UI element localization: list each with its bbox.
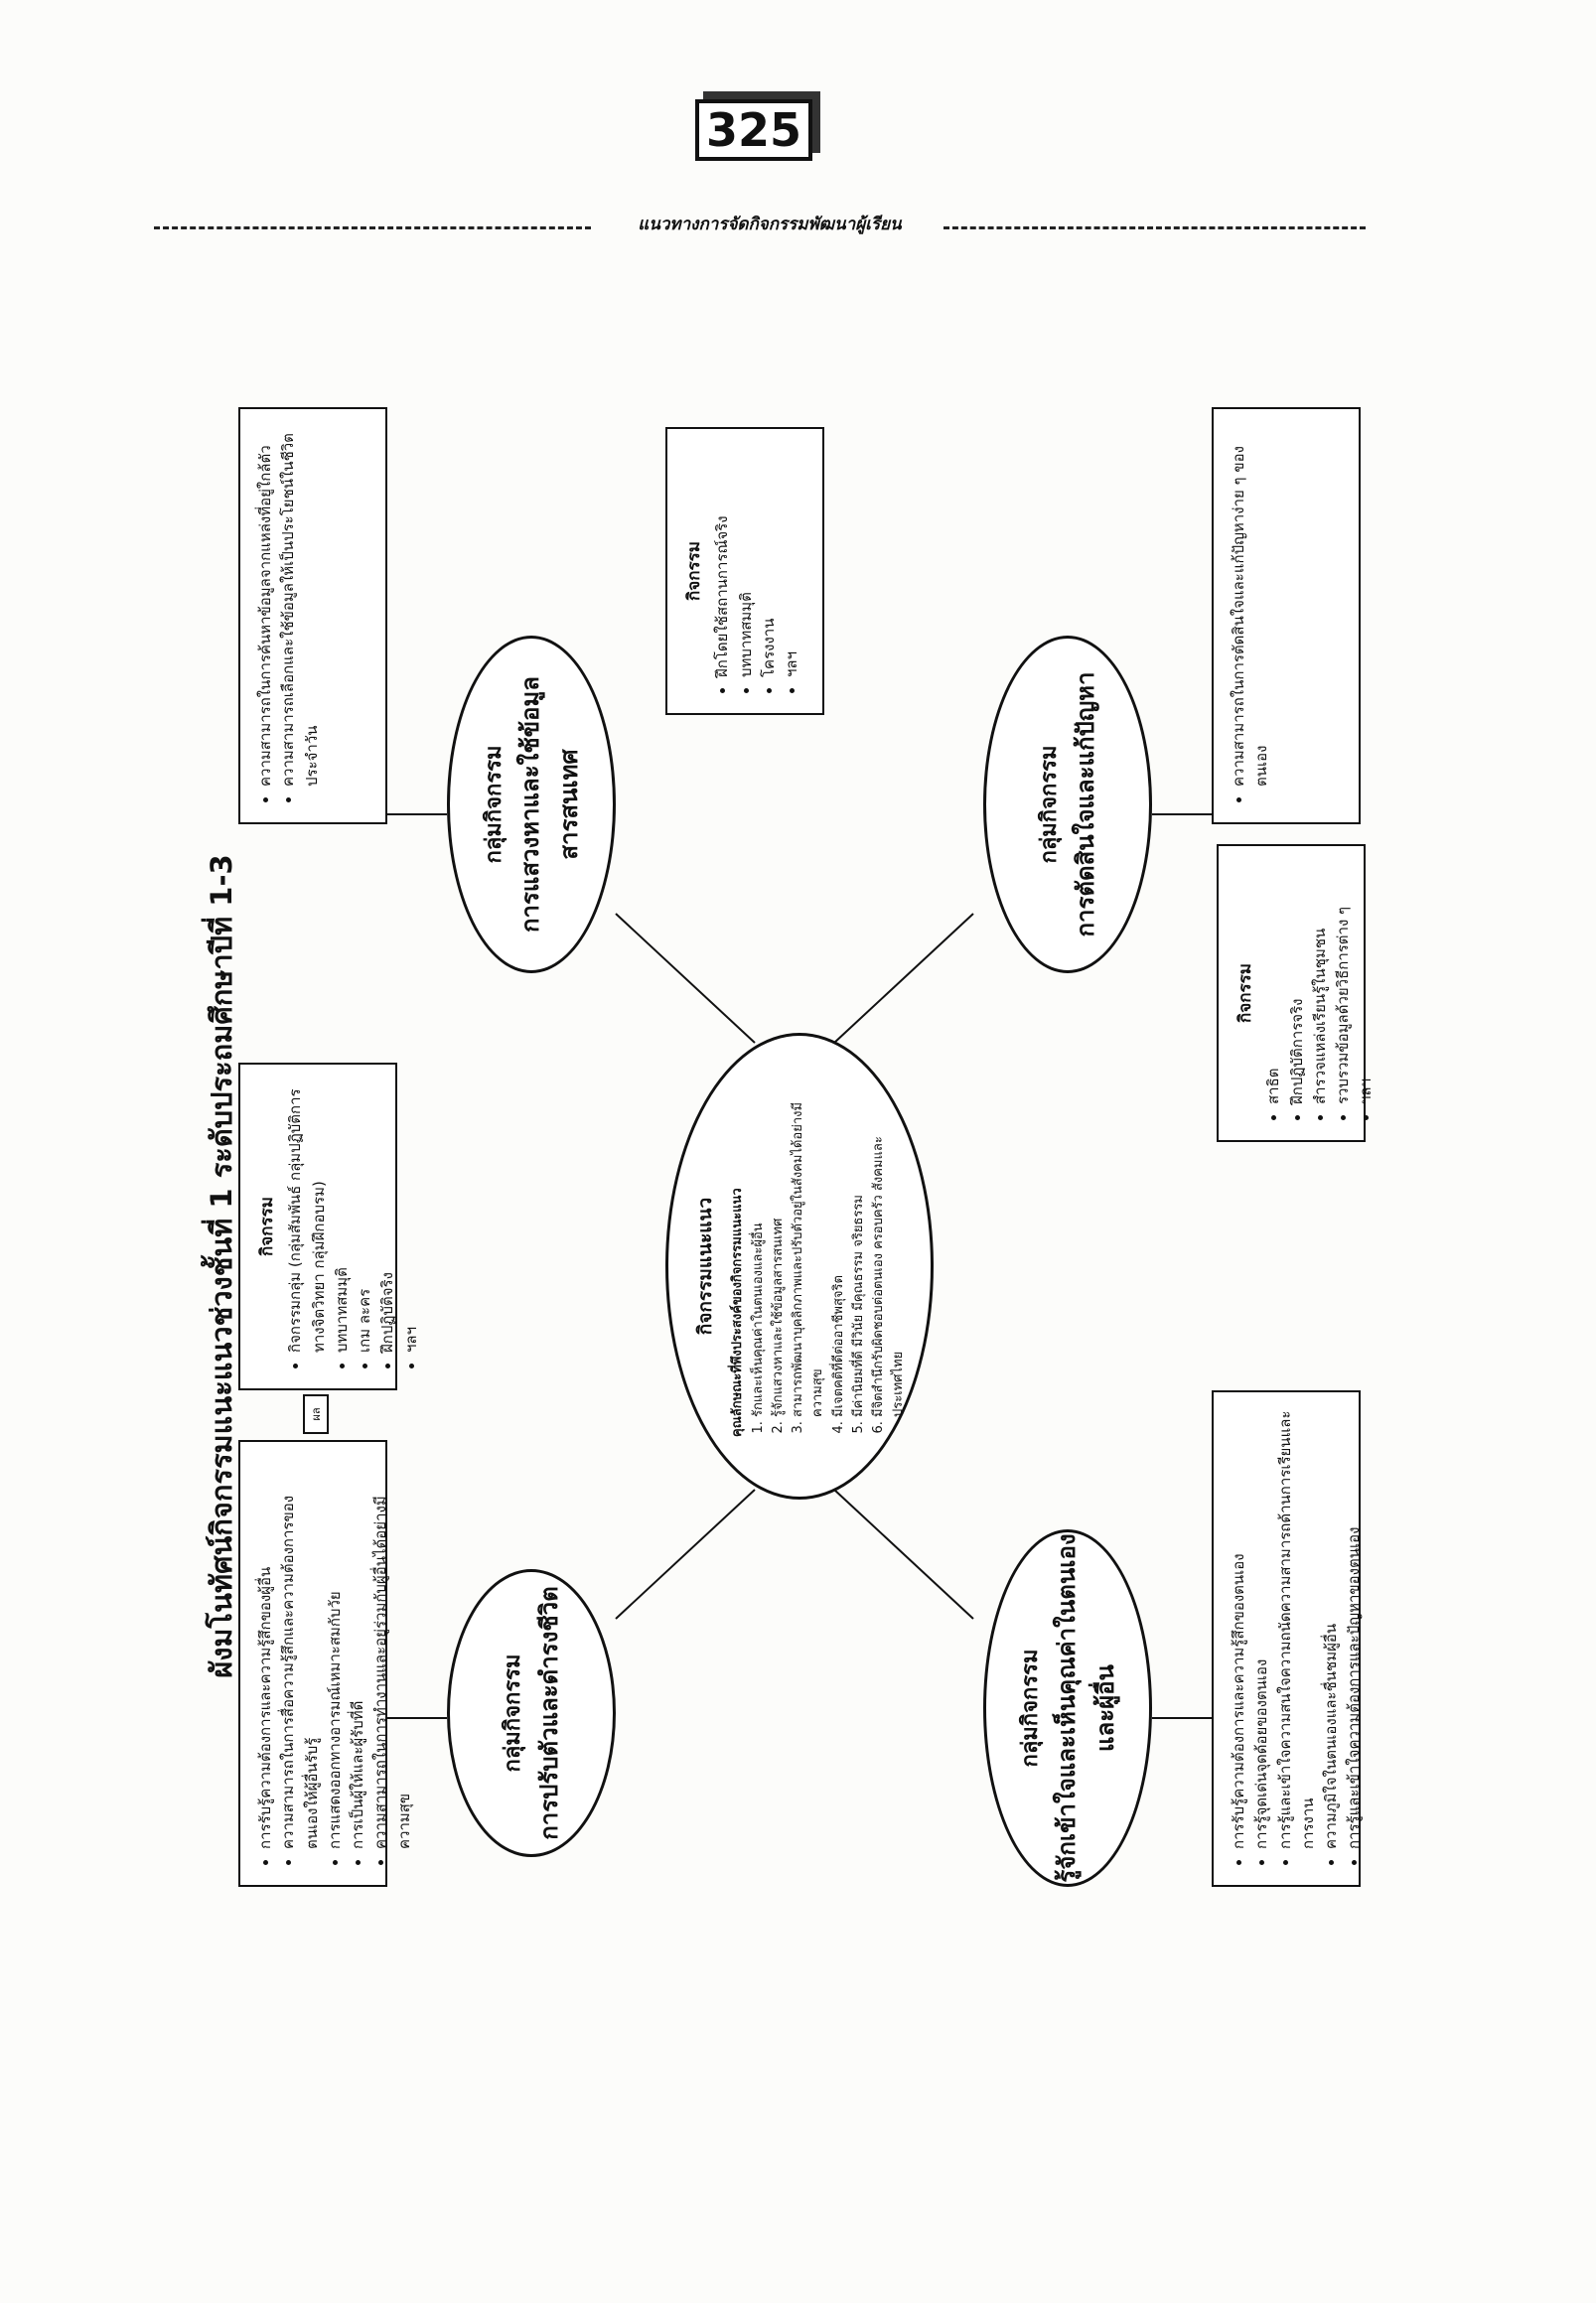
top-right-outcomes-box: ความสามารถในการค้นหาข้อมูลจากแหล่งที่อยู… (238, 407, 387, 824)
group-label: กลุ่มกิจกรรม (1037, 745, 1062, 864)
connector-lines (387, 813, 1212, 1719)
rotated-diagram: ผังมโนทัศน์กิจกรรมแนะแนวช่วงชั้นที่ 1 ระ… (199, 397, 1390, 2135)
list-item: กิจกรรมกลุ่ม (กลุ่มสัมพันธ์ กลุ่มปฏิบัติ… (284, 1082, 331, 1353)
list-item: บทบาทสมมุติ (331, 1082, 354, 1353)
top-right-group-ellipse: กลุ่มกิจกรรม การแสวงหาและใช้ข้อมูลสารสนเ… (447, 636, 616, 973)
connector-center-top-left (615, 1489, 756, 1620)
activities-heading: กิจกรรม (257, 1197, 277, 1257)
bottom-right-activities-box-main: กิจกรรม ฝึกโดยใช้สถานการณ์จริงบทบาทสมมุติ… (665, 427, 824, 715)
list-item: โครงงาน (758, 447, 781, 677)
center-subtitle: คุณลักษณะที่พึงประสงค์ของกิจกรรมแนะแนว (729, 1188, 745, 1437)
top-left-group-ellipse: กลุ่มกิจกรรม การปรับตัวและดำรงชีวิต (447, 1569, 616, 1857)
bottom-left-outcomes-box: การรับรู้ความต้องการและความรู้สึกของตนเอ… (1212, 1390, 1363, 1887)
header-rule-left (154, 226, 591, 229)
bottom-right-outcomes-box: ความสามารถในการตัดสินใจและแก้ปัญหาง่าย ๆ… (1212, 407, 1361, 824)
center-title: กิจกรรมแนะแนว (693, 1197, 716, 1336)
list-item: การเป็นผู้ให้และผู้รับที่ดี (347, 1460, 369, 1849)
page-number: 325 (695, 99, 812, 161)
list-item: สาธิต (1262, 864, 1285, 1104)
group-label: กลุ่มกิจกรรม (481, 745, 507, 864)
group-name: รู้จักเข้าใจและเห็นคุณค่าในตนเองและผู้อื… (1052, 1533, 1119, 1883)
center-ellipse: กิจกรรมแนะแนว คุณลักษณะที่พึงประสงค์ของก… (665, 1033, 934, 1500)
group-name: การตัดสินใจและแก้ปัญหา (1072, 671, 1099, 937)
group-label: กลุ่มกิจกรรม (501, 1654, 525, 1773)
list-item: สำรวจแหล่งเรียนรู้ในชุมชน (1309, 864, 1332, 1104)
top-left-activities-box: กิจกรรม กิจกรรมกลุ่ม (กลุ่มสัมพันธ์ กลุ่… (238, 1063, 420, 1390)
list-item: การรู้และเข้าใจความต้องการและปัญหาของตนเ… (1343, 1410, 1366, 1849)
list-item: รู้จักแสวงหาและใช้ข้อมูลสารสนเทศ (769, 1095, 789, 1417)
list-item: การรับรู้ความต้องการและความรู้สึกของตนเอ… (1228, 1410, 1250, 1849)
connector-center-bottom-left (833, 1489, 974, 1620)
list-item: การรับรู้ความต้องการและความรู้สึกของผู้อ… (254, 1460, 277, 1849)
arrow-top-left: ผล (303, 1394, 329, 1434)
list-item: เกม ละคร (354, 1082, 376, 1353)
list-item: ความสามารถเลือกและใช้ข้อมูลให้เป็นประโยช… (277, 427, 324, 787)
list-item: ความสามารถในการสื่อความรู้สึกและความต้อง… (277, 1460, 324, 1849)
list-item: ฝึกปฏิบัติจริง (376, 1082, 399, 1353)
list-item: ฯลฯ (1355, 864, 1378, 1104)
list-item: ฯลฯ (400, 1082, 423, 1353)
list-item: ฯลฯ (781, 447, 803, 677)
connector-center-bottom-right (833, 913, 974, 1044)
bottom-left-group-ellipse: กลุ่มกิจกรรม รู้จักเข้าใจและเห็นคุณค่าใน… (983, 1529, 1152, 1887)
top-right-activities-box: กิจกรรม สาธิตฝึกปฏิบัติการจริงสำรวจแหล่งเ… (1217, 844, 1375, 1142)
activities-heading: กิจกรรม (1235, 963, 1255, 1024)
group-label: กลุ่มกิจกรรม (1017, 1649, 1043, 1768)
list-item: ความสามารถในการค้นหาข้อมูลจากแหล่งที่อยู… (254, 427, 277, 787)
header-rule-right (943, 226, 1366, 229)
list-item: ความภูมิใจในตนเองและชื่นชมผู้อื่น (1320, 1410, 1343, 1849)
list-item: มีเจตคติที่ดีต่ออาชีพสุจริต (829, 1095, 849, 1417)
list-item: รักและเห็นคุณค่าในตนเองและผู้อื่น (749, 1095, 769, 1417)
list-item: สามารถพัฒนาบุคลิกภาพและปรับตัวอยู่ในสังค… (789, 1095, 828, 1417)
top-left-outcomes-box: การรับรู้ความต้องการและความรู้สึกของผู้อ… (238, 1440, 413, 1887)
list-item: ฝึกปฏิบัติการจริง (1286, 864, 1309, 1104)
list-item: การรู้และเข้าใจความสนใจความถนัดความสามาร… (1274, 1410, 1321, 1849)
list-item: ความสามารถในการตัดสินใจและแก้ปัญหาง่าย ๆ… (1228, 427, 1274, 787)
diagram-stage: ผังมโนทัศน์กิจกรรมแนะแนวช่วงชั้นที่ 1 ระ… (199, 397, 1390, 2135)
running-header: แนวทางการจัดกิจกรรมพัฒนาผู้เรียน (638, 215, 902, 234)
connector-center-top-right (615, 913, 756, 1044)
list-item: การรู้จุดเด่นจุดด้อยของตนเอง (1250, 1410, 1273, 1849)
group-name: การแสวงหาและใช้ข้อมูลสารสนเทศ (515, 676, 583, 933)
list-item: บทบาทสมมุติ (735, 447, 758, 677)
activities-heading: กิจกรรม (684, 541, 704, 602)
list-item: ความสามารถในการทำงานและอยู่ร่วมกับผู้อื่… (369, 1460, 416, 1849)
list-item: มีค่านิยมที่ดี มีวินัย มีคุณธรรม จริยธรร… (849, 1095, 869, 1417)
list-item: รวบรวมข้อมูลด้วยวิธีการต่าง ๆ (1332, 864, 1355, 1104)
list-item: การแสดงออกทางอารมณ์เหมาะสมกับวัย (324, 1460, 347, 1849)
list-item: ฝึกโดยใช้สถานการณ์จริง (711, 447, 734, 677)
list-item: มีจิตสำนึกรับผิดชอบต่อตนเอง ครอบครัว สัง… (869, 1095, 909, 1417)
group-name: การปรับตัวและดำรงชีวิต (535, 1586, 563, 1840)
bottom-right-group-ellipse: กลุ่มกิจกรรม การตัดสินใจและแก้ปัญหา (983, 636, 1152, 973)
